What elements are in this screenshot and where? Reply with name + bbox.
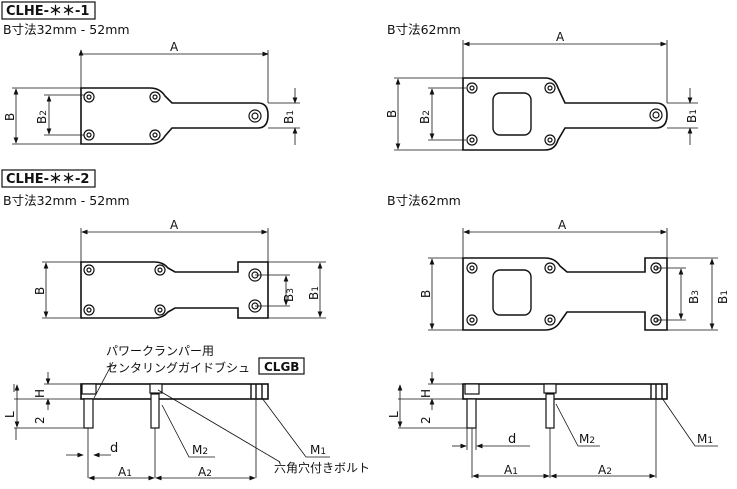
dim-L-right: L: [387, 411, 401, 418]
dim-B1-3: B1: [307, 286, 321, 300]
callout-hex-bolt: 六角穴付きボルト: [274, 460, 370, 475]
callout-guide-bush-line1: パワークランパー用: [106, 344, 214, 358]
caption-1-small: B寸法32mm - 52mm: [3, 22, 130, 37]
dim-A-1: A: [170, 40, 179, 54]
dim-d-right: d: [508, 432, 516, 447]
dim-B1-2: B1: [685, 109, 699, 123]
plate-top-view-2-small: [42, 228, 326, 319]
dim-A1-right: A1: [504, 463, 518, 477]
plate-top-view-2-large: [428, 228, 718, 331]
dim-B3-3: B3: [282, 288, 296, 302]
model-title-box-2: [1, 169, 96, 188]
dim-B1-4: B1: [716, 290, 730, 304]
label-M1-right: M1: [697, 432, 713, 446]
dim-B2-1: B2: [35, 110, 49, 124]
label-M1-left: M1: [310, 443, 326, 457]
dim-B-4: B: [419, 290, 433, 298]
plate-side-view-small: [13, 361, 330, 481]
caption-1-large: B寸法62mm: [387, 22, 461, 37]
guide-bush-code: CLGB: [264, 360, 299, 374]
dim-A-4: A: [558, 218, 567, 232]
dim-H-left: H: [33, 389, 47, 398]
model-title-box-1: [1, 1, 96, 20]
dim-H-right: H: [419, 389, 433, 398]
label-M2-left: M2: [192, 443, 208, 457]
dim-L-left: L: [3, 411, 17, 418]
dim-B-3: B: [33, 287, 47, 295]
dim-B-1: B: [3, 113, 17, 121]
dim-2-left: 2: [33, 416, 47, 424]
dim-B1-1: B1: [282, 110, 296, 124]
caption-2-large: B寸法62mm: [387, 193, 461, 208]
plate-top-view-1-small: [12, 50, 300, 145]
caption-2-small: B寸法32mm - 52mm: [3, 193, 130, 208]
callout-guide-bush-line2: センタリングガイドブシュ: [106, 360, 250, 375]
plate-top-view-1-large: [394, 40, 698, 151]
dim-B2-2: B2: [418, 110, 432, 124]
dim-B-2: B: [385, 110, 399, 118]
label-M2-right: M2: [579, 432, 595, 446]
dim-B3-4: B3: [687, 290, 701, 304]
guide-bush-code-box: [258, 357, 305, 375]
dim-A-3: A: [170, 218, 179, 232]
dim-A-2: A: [556, 30, 565, 44]
plate-side-view-large: [397, 372, 718, 479]
dim-A2-right: A2: [598, 463, 612, 477]
dim-A2-left: A2: [198, 465, 212, 479]
model-title-1: CLHE-＊＊-1: [6, 4, 89, 19]
dim-2-right: 2: [419, 416, 433, 424]
dim-A1-left: A1: [118, 465, 132, 479]
dim-d-left: d: [110, 441, 118, 456]
model-title-2: CLHE-＊＊-2: [6, 172, 89, 187]
